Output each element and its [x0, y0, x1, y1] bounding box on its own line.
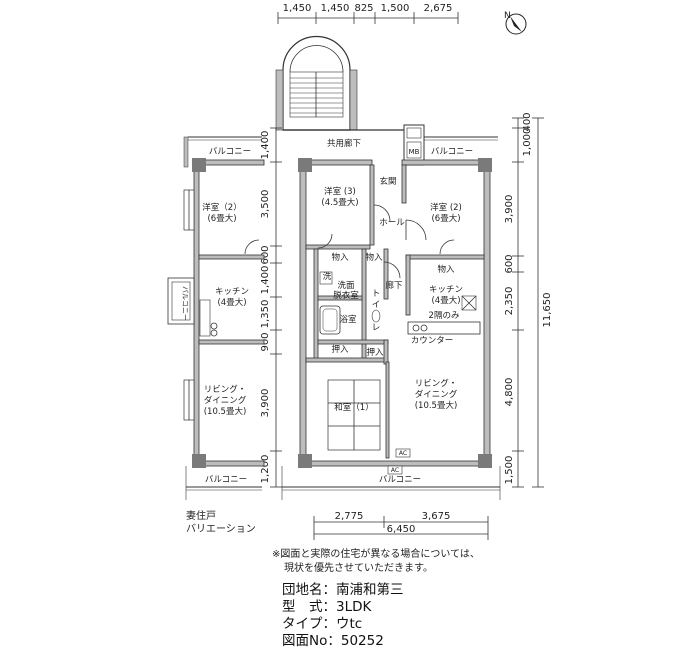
- label-washroom-2: 脱衣室: [333, 290, 359, 301]
- variant-label-western-2: 洋室（2）: [202, 202, 241, 213]
- dim-right-3: 3,900: [504, 195, 515, 224]
- label-corridor: 廊下: [385, 280, 403, 291]
- dim-top-3: 825: [354, 3, 373, 14]
- variant-plan: バルコニー 洋室（2） (6畳大) キッチン (4畳大) バルコニー リビング・…: [167, 136, 265, 500]
- property-info: 団地名：南浦和第三 型 式：3LDK タイプ：ウtc 図面No：50252: [282, 582, 404, 650]
- label-storage-1: 物入: [331, 252, 349, 263]
- info-drawing: 図面No：50252: [282, 633, 404, 650]
- label-storage-2: 物入: [365, 252, 383, 263]
- info-complex-label: 団地名：: [282, 582, 336, 598]
- dim-bottom-2: 3,675: [422, 511, 451, 522]
- label-ac-1: AC: [399, 450, 407, 457]
- label-western-2-size: (6畳大): [431, 213, 460, 224]
- dim-left-7: 3,900: [260, 389, 271, 418]
- variant-caption-line2: バリエーション: [186, 524, 256, 535]
- variant-label-balcony-top: バルコニー: [209, 147, 251, 157]
- label-two-burner: 2隔のみ: [429, 311, 460, 321]
- label-closet-1: 押入: [331, 344, 349, 355]
- variant-caption-line1: 妻住戸: [186, 511, 216, 522]
- label-balcony-top: バルコニー: [431, 147, 473, 157]
- label-kitchen-size: (4畳大): [431, 295, 460, 306]
- label-entrance: 玄関: [379, 176, 396, 187]
- label-kitchen: キッチン: [429, 285, 463, 295]
- info-kind-value: ウtc: [336, 616, 363, 632]
- info-type: 型 式：3LDK: [282, 599, 404, 616]
- note-line2: 現状を優先させていただきます。: [284, 563, 433, 574]
- staircase: [275, 35, 358, 131]
- variant-label-balcony-side: バルコニー: [181, 286, 189, 321]
- info-complex: 団地名：南浦和第三: [282, 582, 404, 599]
- compass-label: N: [504, 11, 511, 21]
- info-kind: タイプ：ウtc: [282, 616, 404, 633]
- main-plan: MB: [281, 124, 501, 500]
- info-drawing-label: 図面No：: [282, 633, 341, 649]
- variant-label-living-1: リビング・: [204, 384, 247, 395]
- dim-right-5: 2,350: [504, 287, 515, 316]
- dim-right-2: 400: [522, 112, 533, 131]
- right-dimensions: 1,000 400 3,900 600 2,350 11,650 4,800 1…: [504, 112, 553, 488]
- variant-label-kitchen: キッチン: [215, 287, 249, 297]
- label-shared-corridor: 共用廊下: [327, 138, 362, 149]
- label-living-2: ダイニング: [415, 389, 458, 400]
- dim-left-2: 3,500: [260, 190, 271, 219]
- dim-top-4: 1,500: [381, 3, 410, 14]
- label-japanese-room: 和室（1）: [334, 402, 373, 413]
- dim-bottom-total: 6,450: [387, 524, 416, 535]
- info-type-value: 3LDK: [336, 599, 372, 615]
- label-hall: ホール: [379, 218, 405, 228]
- bottom-dimensions: 2,775 3,675 6,450: [313, 511, 489, 540]
- label-living-size: (10.5畳大): [415, 400, 458, 411]
- dim-left-8: 1,200: [260, 455, 271, 484]
- label-toilet-2: イ: [372, 300, 381, 310]
- dim-left-6: 900: [260, 332, 271, 351]
- note-line1: ※図面と実際の住宅が異なる場合については、: [272, 549, 480, 560]
- dim-right-6: 4,800: [504, 378, 515, 407]
- label-ac-2: AC: [391, 467, 399, 474]
- label-counter: カウンター: [411, 336, 454, 346]
- label-closet-2: 押入: [366, 347, 384, 358]
- meter-box-label: MB: [409, 148, 420, 156]
- dim-right-7: 1,500: [504, 456, 515, 485]
- label-balcony-bottom: バルコニー: [379, 475, 421, 485]
- north-arrow-icon: N: [504, 11, 527, 35]
- variant-label-living-size: (10.5畳大): [204, 406, 247, 417]
- variant-label-western-2-size: (6畳大): [207, 213, 236, 224]
- dim-bottom-1: 2,775: [335, 511, 364, 522]
- label-living-1: リビング・: [415, 378, 458, 389]
- label-wash: 洗: [323, 271, 332, 282]
- dim-right-1: 1,000: [522, 128, 533, 157]
- dim-top-2: 1,450: [321, 3, 350, 14]
- label-washroom-1: 洗面: [337, 280, 355, 291]
- info-drawing-value: 50252: [340, 633, 384, 649]
- dim-left-1: 1,400: [260, 131, 271, 160]
- label-storage-3: 物入: [437, 264, 455, 275]
- variant-label-balcony-bottom: バルコニー: [205, 475, 247, 485]
- info-type-label: 型 式：: [282, 599, 336, 615]
- disclaimer-note: ※図面と実際の住宅が異なる場合については、 現状を優先させていただきます。: [272, 548, 480, 576]
- label-toilet-3: レ: [372, 323, 381, 333]
- dim-top-5: 2,675: [424, 3, 453, 14]
- dim-left-4: 1,400: [260, 266, 271, 295]
- dim-left-5: 1,350: [260, 300, 271, 329]
- info-kind-label: タイプ：: [282, 616, 336, 632]
- variant-caption: 妻住戸 バリエーション: [186, 510, 256, 536]
- label-western-2: 洋室 (2): [430, 202, 462, 213]
- label-bath: 浴室: [339, 314, 357, 325]
- dim-right-total: 11,650: [542, 293, 553, 328]
- label-western-3: 洋室 (3): [324, 186, 356, 197]
- variant-label-kitchen-size: (4畳大): [217, 297, 246, 308]
- dim-left-3: 600: [260, 245, 271, 264]
- variant-label-living-2: ダイニング: [204, 395, 247, 406]
- top-dimensions: 1,450 1,450 825 1,500 2,675: [277, 3, 459, 24]
- label-western-3-size: (4.5畳大): [321, 197, 358, 208]
- dim-right-4: 600: [504, 254, 515, 273]
- left-dimensions: 1,400 3,500 600 1,400 1,350 900 3,900 1,…: [260, 127, 282, 488]
- info-complex-value: 南浦和第三: [336, 582, 404, 598]
- dim-top-1: 1,450: [283, 3, 312, 14]
- label-toilet-1: ト: [372, 289, 381, 299]
